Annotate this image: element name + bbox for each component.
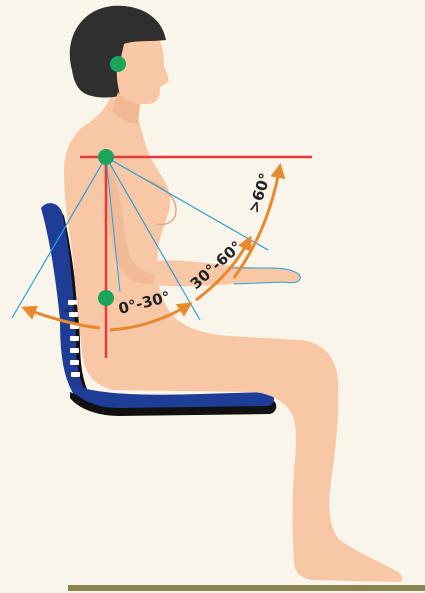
elbow-marker bbox=[98, 290, 114, 306]
body-torso-legs bbox=[64, 92, 403, 582]
ear-marker bbox=[110, 56, 126, 72]
shoulder-marker bbox=[98, 149, 114, 165]
floor-line bbox=[68, 585, 425, 591]
